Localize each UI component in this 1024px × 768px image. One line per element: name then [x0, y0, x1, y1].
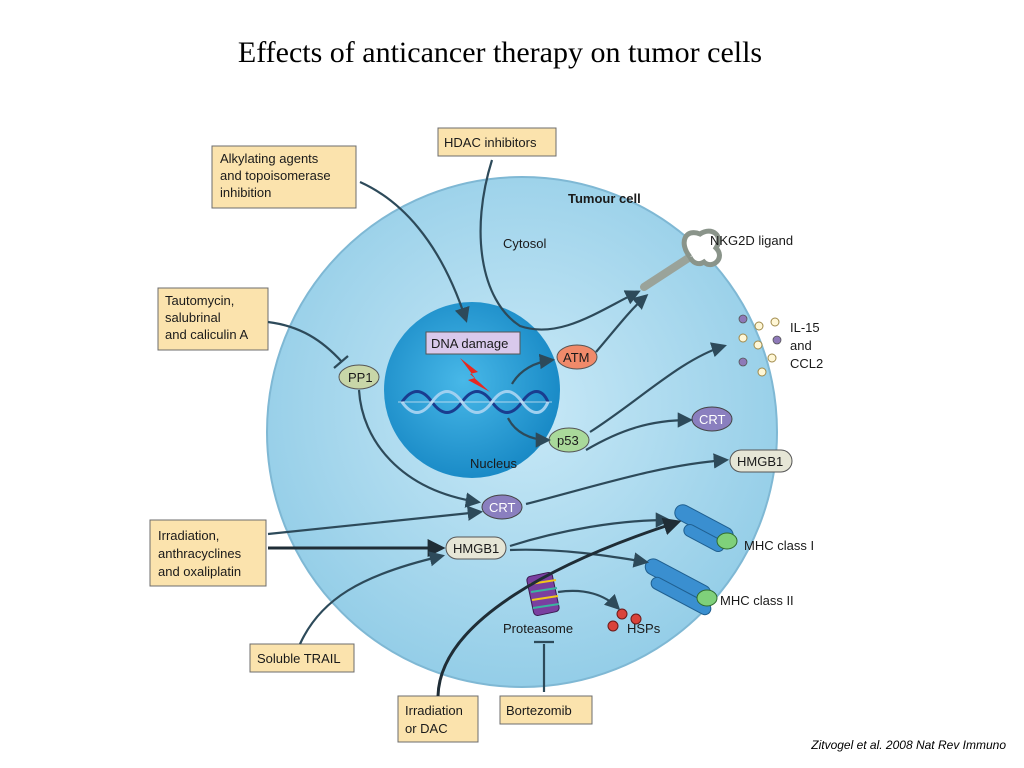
- alkylating-line-3: inhibition: [220, 185, 271, 200]
- atm-node: [556, 344, 598, 370]
- irradiation-line-2: anthracyclines: [158, 546, 242, 561]
- irradiation-line-1: Irradiation,: [158, 528, 219, 543]
- trail-line-1: Soluble TRAIL: [257, 651, 341, 666]
- il15-label-3: CCL2: [790, 356, 823, 371]
- mhc2-label: MHC class II: [720, 593, 794, 608]
- dna-helix: [398, 390, 552, 414]
- crt-surface-label: CRT: [699, 412, 726, 427]
- box-irradiation-dac: Irradiation or DAC: [397, 695, 479, 743]
- hmgb1-inner-node: [445, 536, 507, 560]
- cytokine-dots: [738, 314, 782, 377]
- dna-damage-label: DNA damage: [431, 336, 508, 351]
- hmgb1-outer-label: HMGB1: [737, 454, 783, 469]
- hmgb1-outer-node: [729, 449, 793, 473]
- hsp-dots: [607, 608, 642, 632]
- nkg2d-ligand-icon: [640, 228, 722, 291]
- cytosol-label: Cytosol: [503, 236, 546, 251]
- bortezomib-line-1: Bortezomib: [506, 703, 572, 718]
- p53-label: p53: [557, 433, 579, 448]
- tautomycin-line-3: and caliculin A: [165, 327, 248, 342]
- hdac-line-1: HDAC inhibitors: [444, 135, 537, 150]
- box-irradiation: Irradiation, anthracyclines and oxalipla…: [149, 519, 267, 587]
- tautomycin-line-2: salubrinal: [165, 310, 221, 325]
- box-soluble-trail: Soluble TRAIL: [249, 643, 355, 673]
- box-tautomycin: Tautomycin, salubrinal and caliculin A: [157, 287, 269, 351]
- box-hdac: HDAC inhibitors: [437, 127, 557, 157]
- irradiation-dac-line-2: or DAC: [405, 721, 448, 736]
- crt-inner-label: CRT: [489, 500, 516, 515]
- hmgb1-inner-label: HMGB1: [453, 541, 499, 556]
- pp1-label: PP1: [348, 370, 373, 385]
- nucleus-label: Nucleus: [470, 456, 517, 471]
- proteasome-label: Proteasome: [503, 621, 573, 636]
- box-bortezomib: Bortezomib: [499, 695, 593, 725]
- alkylating-line-2: and topoisomerase: [220, 168, 331, 183]
- irradiation-dac-line-1: Irradiation: [405, 703, 463, 718]
- mhc-class-i-icon: [674, 504, 738, 553]
- hsps-label: HSPs: [627, 621, 661, 636]
- slide-title: Effects of anticancer therapy on tumor c…: [237, 36, 763, 69]
- alkylating-line-1: Alkylating agents: [220, 151, 319, 166]
- atm-label: ATM: [563, 350, 589, 365]
- citation: Zitvogel et al. 2008 Nat Rev Immuno: [811, 738, 1006, 752]
- pathway-arrows: [267, 159, 730, 697]
- box-alkylating: Alkylating agents and topoisomerase inhi…: [211, 145, 357, 209]
- tautomycin-line-1: Tautomycin,: [165, 293, 234, 308]
- tumour-cell-label: Tumour cell: [568, 191, 641, 206]
- irradiation-line-3: and oxaliplatin: [158, 564, 241, 579]
- pp1-node: [338, 364, 380, 390]
- il15-label-2: and: [790, 338, 812, 353]
- nkg2d-label: NKG2D ligand: [710, 233, 793, 248]
- mhc1-label: MHC class I: [744, 538, 814, 553]
- dna-damage-box: [425, 331, 521, 355]
- il15-label-1: IL-15: [790, 320, 820, 335]
- lightning-icon: [460, 358, 490, 392]
